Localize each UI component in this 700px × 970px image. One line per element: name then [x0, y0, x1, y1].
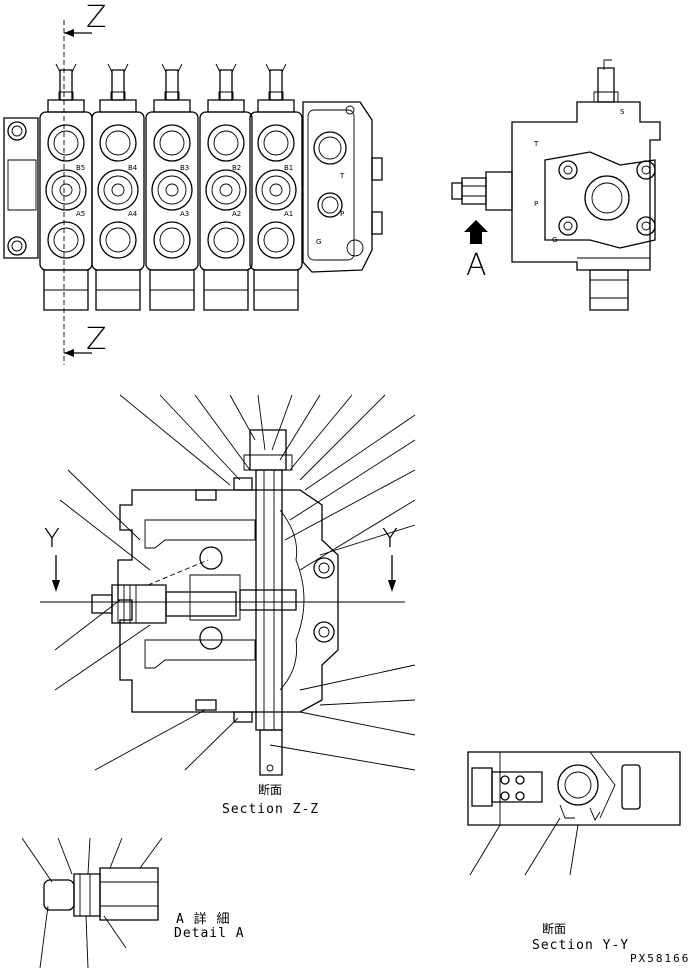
side-port-label-1: T: [534, 140, 539, 148]
leader-line-10: [290, 440, 415, 520]
leader-line-17: [55, 625, 150, 690]
leader-line-2: [195, 395, 250, 470]
spool-section-5: [40, 64, 92, 310]
section-yy-caption-jp: 断面: [542, 922, 567, 936]
detail-a-caption: Detail A: [174, 926, 245, 941]
side-port-label-3: G: [552, 236, 558, 244]
drawing-code: PX58166: [630, 952, 691, 965]
detail-a: [44, 868, 158, 920]
leader-line-16: [55, 600, 120, 650]
leader-line-15: [60, 500, 150, 570]
front-port-label-4: B3: [180, 164, 190, 172]
leader-line-13: [320, 525, 415, 555]
yy-leader-line-2: [570, 825, 578, 875]
front-port-label-2: B4: [128, 164, 138, 172]
spool-section-3: [146, 64, 198, 310]
yy-leader-line-1: [525, 818, 560, 875]
leader-line-22: [300, 712, 415, 735]
cut-mark-y-left: Y: [44, 524, 60, 554]
spool-section-4: [92, 64, 144, 310]
front-port-label-1: A5: [76, 210, 86, 218]
side-port-label-0: S: [620, 108, 625, 116]
detail-leader-line-7: [104, 916, 126, 948]
front-port-label-0: B5: [76, 164, 86, 172]
leader-line-4: [258, 395, 265, 450]
detail-leader-line-4: [140, 838, 162, 868]
section-zz-caption-jp: 断面: [258, 783, 283, 797]
section-zz-leader-lines: [55, 395, 415, 770]
detail-leader-line-0: [22, 838, 52, 882]
front-port-label-12: G: [316, 238, 322, 246]
leader-line-18: [95, 710, 205, 770]
leader-line-8: [300, 395, 385, 480]
section-yy-leader-lines: [470, 818, 578, 875]
section-yy-caption: Section Y-Y: [532, 938, 630, 953]
detail-a-caption-jp: A 詳 細: [176, 912, 231, 927]
front-port-label-3: A4: [128, 210, 138, 218]
front-port-label-5: A3: [180, 210, 190, 218]
detail-leader-line-2: [88, 838, 90, 874]
side-port-label-2: P: [534, 200, 539, 208]
front-port-label-7: A2: [232, 210, 242, 218]
leader-line-1: [160, 395, 240, 480]
cut-mark-y-right: Y: [382, 524, 398, 554]
detail-leader-line-3: [110, 838, 122, 868]
front-port-label-6: B2: [232, 164, 242, 172]
leader-line-14: [68, 470, 140, 540]
leader-line-7: [290, 395, 352, 470]
leader-line-12: [300, 500, 415, 570]
leader-line-23: [270, 745, 415, 770]
section-mark-z-top: Z: [86, 0, 107, 35]
leader-line-20: [300, 665, 415, 690]
front-port-label-10: T: [340, 172, 345, 180]
detail-leader-line-1: [58, 838, 72, 874]
front-port-label-11: P: [340, 210, 345, 218]
leader-line-11: [285, 470, 415, 540]
side-view-valve: [452, 60, 660, 310]
front-view-valve: [4, 20, 382, 365]
detail-leader-line-6: [86, 916, 88, 968]
section-mark-z-bottom: Z: [86, 322, 107, 357]
detail-leader-line-5: [40, 906, 48, 968]
section-zz-caption: Section Z-Z: [222, 802, 320, 817]
spool-section-2: [200, 64, 252, 310]
leader-line-6: [280, 395, 320, 460]
front-port-label-8: B1: [284, 164, 294, 172]
leader-line-3: [230, 395, 255, 440]
view-arrow-label: A: [466, 248, 487, 283]
spool-section-1: [250, 64, 302, 310]
detail-a-leader-lines: [22, 838, 162, 968]
leader-line-9: [305, 415, 415, 490]
leader-line-19: [185, 718, 238, 770]
leader-line-5: [272, 395, 292, 450]
yy-leader-line-0: [470, 825, 500, 875]
section-yy: [468, 752, 680, 825]
front-port-label-9: A1: [284, 210, 294, 218]
leader-line-21: [320, 700, 415, 705]
leader-line-0: [120, 395, 230, 485]
